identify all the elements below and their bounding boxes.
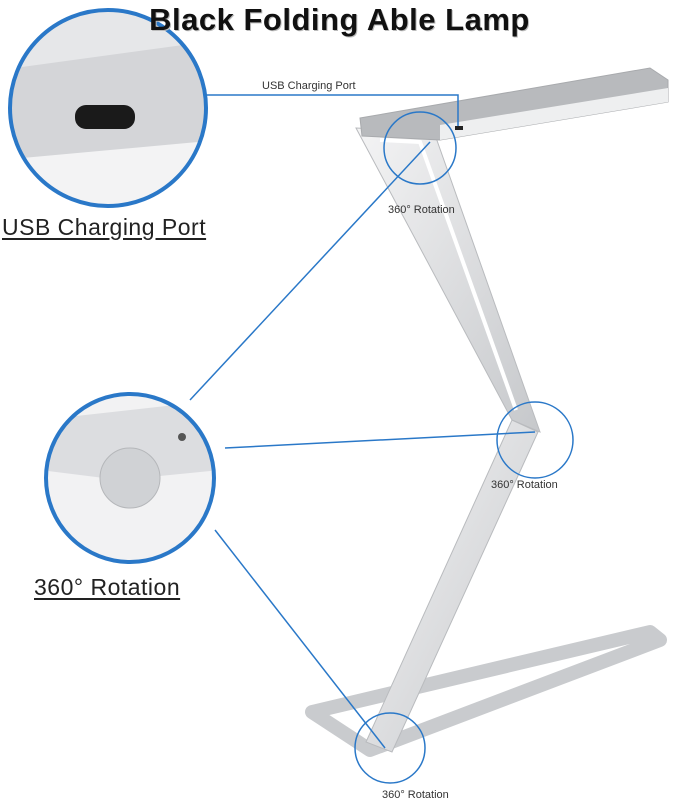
usb-callout-text: USB Charging Port (262, 80, 356, 92)
top-joint-leader (189, 141, 431, 401)
lamp-base (305, 625, 667, 757)
usb-port (455, 126, 463, 130)
middle-joint-leader (224, 431, 536, 449)
rotation-label: 360° Rotation (34, 574, 181, 600)
bottom-joint-leader (214, 529, 386, 749)
rotation-closeup (44, 392, 216, 564)
page-title: Black Folding Able Lamp (149, 2, 530, 37)
rotation-circle-top (383, 111, 457, 185)
rotation-callout-middle: 360° Rotation (491, 479, 558, 491)
usb-leader-line (205, 94, 459, 126)
lamp-upper-arm (355, 127, 541, 433)
rotation-circle-bottom (354, 712, 426, 784)
usb-port-label: USB Charging Port (2, 214, 207, 240)
rotation-circle-middle (496, 401, 574, 479)
rotation-callout-top: 360° Rotation (388, 204, 455, 216)
rotation-callout-bottom: 360° Rotation (382, 789, 449, 801)
lamp-lower-arm (365, 419, 539, 753)
